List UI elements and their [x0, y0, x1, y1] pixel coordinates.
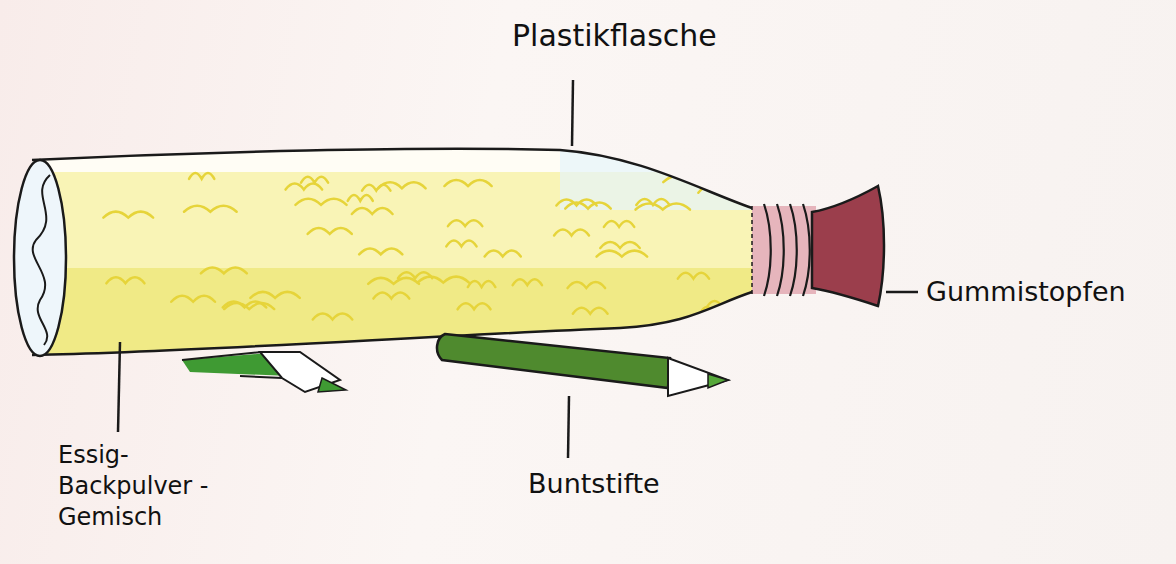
thread-stroke: [803, 204, 810, 296]
foam-stroke: [308, 228, 352, 234]
foam-stroke: [468, 281, 496, 287]
foam-stroke: [301, 177, 328, 183]
foam-stroke: [513, 279, 542, 285]
foam-stroke: [485, 251, 521, 257]
foam-stroke: [446, 240, 476, 246]
foam-stroke: [448, 220, 482, 226]
foam-stroke: [600, 242, 639, 248]
foam-stroke: [348, 195, 373, 201]
bottle-base: [14, 160, 66, 356]
foam-stroke: [295, 199, 346, 205]
part-label: Plastikflasche: [512, 16, 717, 55]
part-label: Buntstifte: [528, 466, 660, 501]
pencil-long: [437, 334, 728, 396]
foam-stroke: [184, 206, 237, 212]
foam-stroke: [313, 313, 353, 319]
foam-texture: [103, 173, 740, 320]
leader-line: [568, 396, 569, 458]
foam-stroke: [418, 277, 469, 283]
foam-stroke: [224, 303, 274, 309]
foam-stroke: [368, 278, 419, 284]
foam-stroke: [362, 185, 390, 191]
rubber-stopper: [812, 186, 884, 306]
thread-stroke: [777, 204, 784, 296]
part-label: Gummistopfen: [926, 274, 1126, 309]
thread-stroke: [790, 204, 797, 296]
part-label: Essig- Backpulver - Gemisch: [58, 440, 248, 534]
foam-stroke: [359, 248, 402, 254]
foam-stroke: [286, 184, 323, 190]
foam-stroke: [636, 204, 690, 210]
leader-line: [886, 291, 918, 294]
foam-stroke: [373, 293, 409, 299]
foam-stroke: [352, 208, 393, 214]
leader-line: [118, 342, 120, 432]
foam-stroke: [597, 251, 648, 257]
foam-stroke: [568, 282, 606, 288]
neck-threads: [764, 204, 810, 296]
foam-stroke: [189, 173, 214, 179]
foam-stroke: [565, 203, 611, 209]
foam-stroke: [678, 273, 709, 279]
foam-stroke: [444, 180, 491, 186]
bottle-outline: [32, 149, 752, 355]
thread-stroke: [764, 204, 771, 296]
foam-stroke: [604, 221, 634, 227]
foam-stroke: [201, 267, 247, 273]
foam-stroke: [250, 292, 299, 298]
foam-stroke: [554, 230, 589, 236]
base-curve: [33, 175, 50, 345]
foam-stroke: [458, 303, 491, 309]
foam-stroke: [171, 296, 215, 302]
pencil-short: [182, 352, 346, 392]
foam-stroke: [573, 308, 608, 314]
foam-stroke: [106, 277, 144, 283]
leader-line: [572, 80, 573, 146]
foam-stroke: [103, 212, 153, 218]
